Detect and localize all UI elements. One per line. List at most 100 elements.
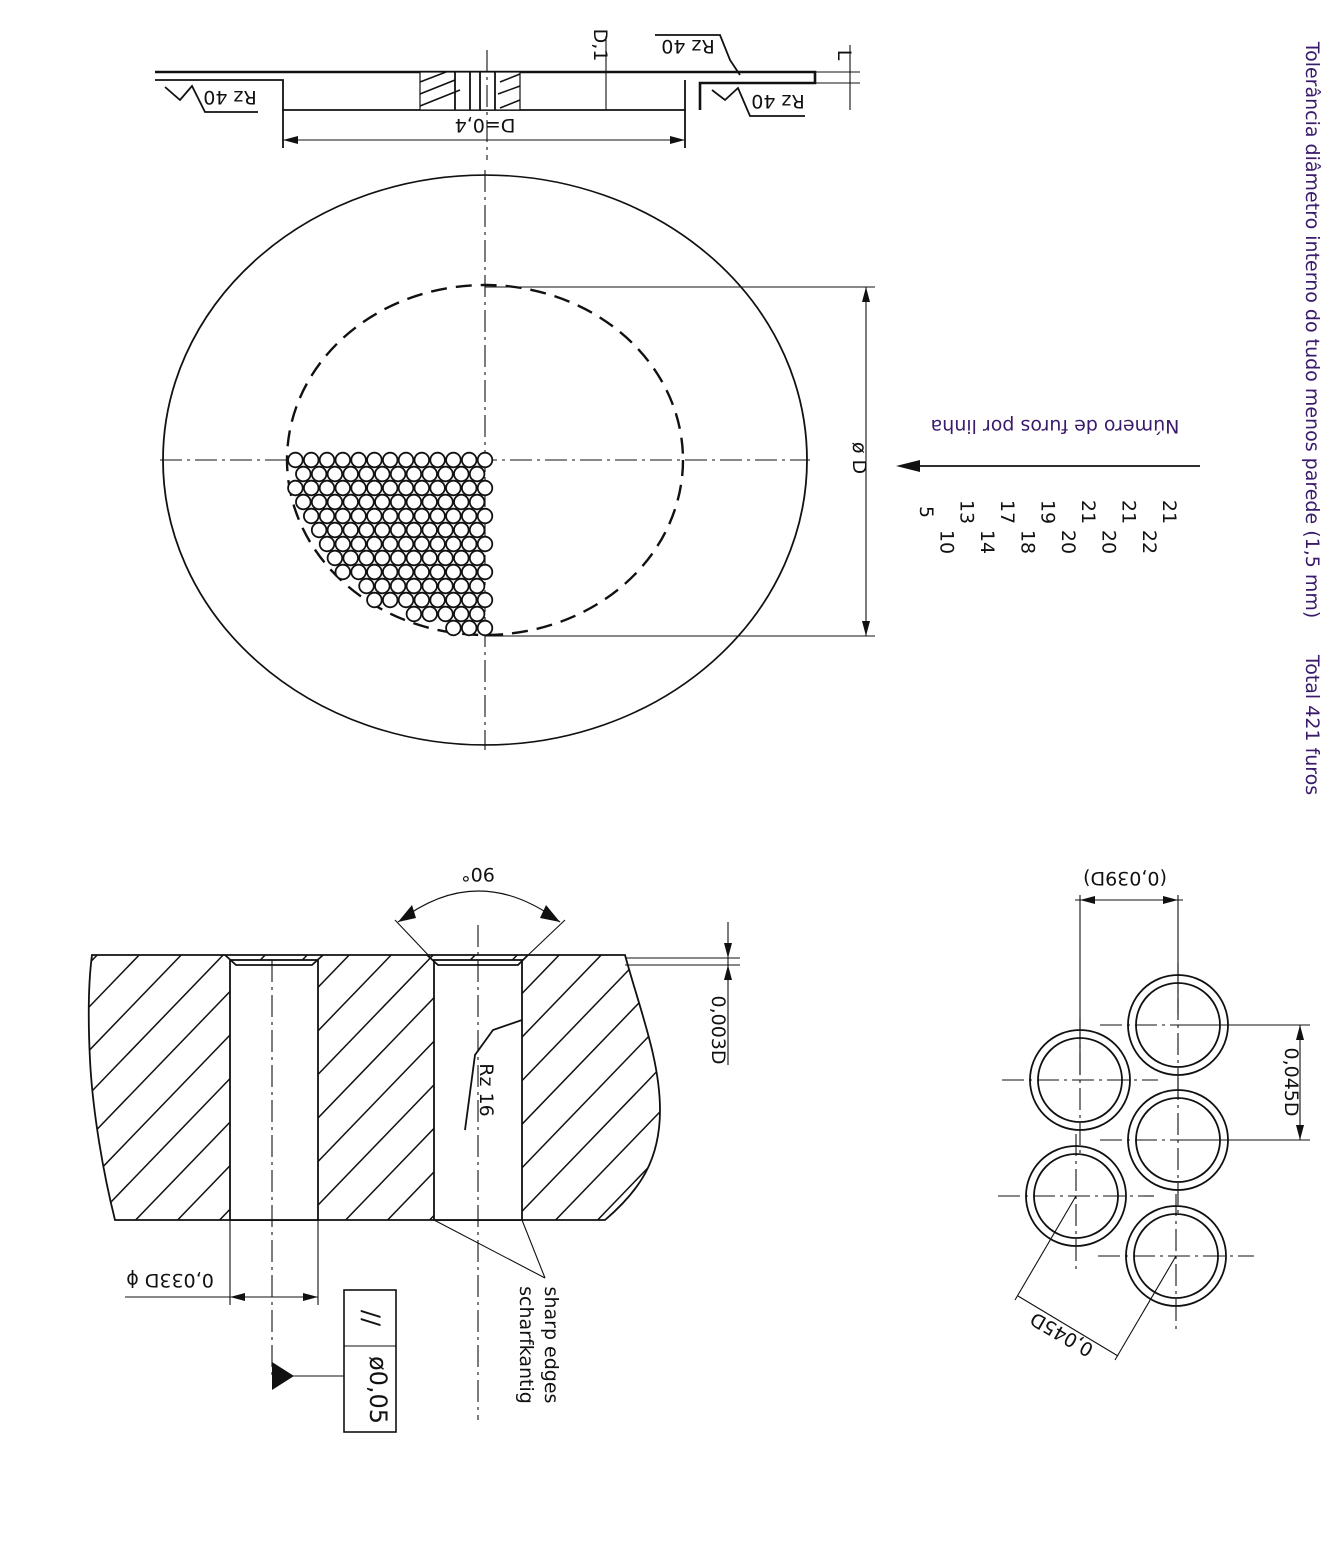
hole xyxy=(382,591,399,609)
pattern-view: (0,039D) 0,045D 0,045D xyxy=(998,867,1310,1361)
hole xyxy=(382,507,399,525)
pitch-label-top: (0,039D) xyxy=(1083,867,1167,889)
hole xyxy=(334,507,352,525)
hole xyxy=(342,493,359,511)
pitch-label-diag: 0,045D xyxy=(1027,1307,1098,1361)
hole xyxy=(429,451,446,469)
hatch-line xyxy=(88,955,187,1220)
hole xyxy=(326,465,344,483)
hole xyxy=(295,493,312,511)
hole xyxy=(350,563,367,581)
hatch-line xyxy=(672,950,942,1230)
hole xyxy=(358,549,375,567)
hole xyxy=(413,591,431,609)
hatch-line xyxy=(88,955,229,1220)
side-view: D=0,4 D,1 L Rz 40 R xyxy=(155,29,860,160)
note-tolerance: Tolerância diâmetro interno do tudo meno… xyxy=(1301,41,1323,619)
pattern-hole-inner xyxy=(1133,1213,1219,1299)
hole xyxy=(476,479,494,497)
hatch-line xyxy=(714,950,984,1230)
angle-label: 90° xyxy=(461,863,495,885)
hole xyxy=(310,465,328,483)
hole xyxy=(461,507,478,525)
roughness-symbol-right-bottom: Rz 40 xyxy=(711,86,805,117)
hole xyxy=(374,577,391,595)
hole xyxy=(287,479,304,497)
rows-count: 21 xyxy=(1158,500,1180,524)
hole xyxy=(358,521,375,539)
hole xyxy=(413,535,431,553)
hole xyxy=(350,479,367,497)
rows-count: 18 xyxy=(1017,530,1039,554)
hole xyxy=(366,451,383,469)
side-thickness-label: D,1 xyxy=(589,29,611,62)
hole xyxy=(389,493,407,511)
hole xyxy=(476,591,494,609)
hole xyxy=(429,563,446,581)
hole xyxy=(358,577,375,595)
hole xyxy=(421,521,438,539)
hole xyxy=(374,465,391,483)
hole xyxy=(476,507,494,525)
hole xyxy=(429,507,446,525)
hole xyxy=(334,451,352,469)
depth-label: 0,003D xyxy=(707,995,729,1064)
hole xyxy=(310,493,328,511)
hole xyxy=(445,563,462,581)
hole xyxy=(421,493,438,511)
hole xyxy=(366,591,383,609)
hole xyxy=(405,521,423,539)
hole xyxy=(397,479,415,497)
rows-arrow-label: Número de furos por linha xyxy=(931,415,1180,437)
hole xyxy=(389,549,407,567)
hole xyxy=(445,591,462,609)
pattern-hole-outer xyxy=(1127,974,1229,1076)
hole xyxy=(366,563,383,581)
hatch-line xyxy=(88,955,271,1220)
hole xyxy=(445,535,462,553)
pattern-hole-inner xyxy=(1135,1097,1221,1183)
hole xyxy=(382,451,399,469)
hole xyxy=(382,563,399,581)
hole xyxy=(405,465,423,483)
hole xyxy=(350,535,367,553)
hole xyxy=(366,479,383,497)
section-hatch xyxy=(0,950,984,1230)
hatch-line xyxy=(88,955,103,1220)
hole xyxy=(397,507,415,525)
tolerance-symbol: // xyxy=(357,1310,385,1327)
hole-grid xyxy=(287,451,494,637)
hole xyxy=(437,577,454,595)
hole xyxy=(413,563,431,581)
hatch-line xyxy=(629,955,661,1220)
hole xyxy=(468,521,486,539)
hole xyxy=(453,577,470,595)
hole xyxy=(453,605,470,623)
hole xyxy=(461,479,478,497)
hole xyxy=(397,563,415,581)
hole xyxy=(326,549,344,567)
hole xyxy=(476,451,494,469)
hole xyxy=(437,549,454,567)
hole xyxy=(334,479,352,497)
hatch-line xyxy=(503,955,661,1220)
hole xyxy=(453,549,470,567)
hole xyxy=(374,493,391,511)
hole xyxy=(437,493,454,511)
hole xyxy=(326,493,344,511)
roughness-section-label: Rz 16 xyxy=(475,1063,497,1116)
hole xyxy=(468,493,486,511)
hole xyxy=(303,451,320,469)
hole xyxy=(405,493,423,511)
hole xyxy=(476,563,494,581)
hatch-line xyxy=(0,950,60,1230)
side-hatch xyxy=(419,71,521,111)
hole xyxy=(326,521,344,539)
side-diameter-label: D=0,4 xyxy=(455,114,516,136)
hole xyxy=(334,535,352,553)
hatch-line xyxy=(587,955,661,1220)
hole xyxy=(445,619,462,637)
